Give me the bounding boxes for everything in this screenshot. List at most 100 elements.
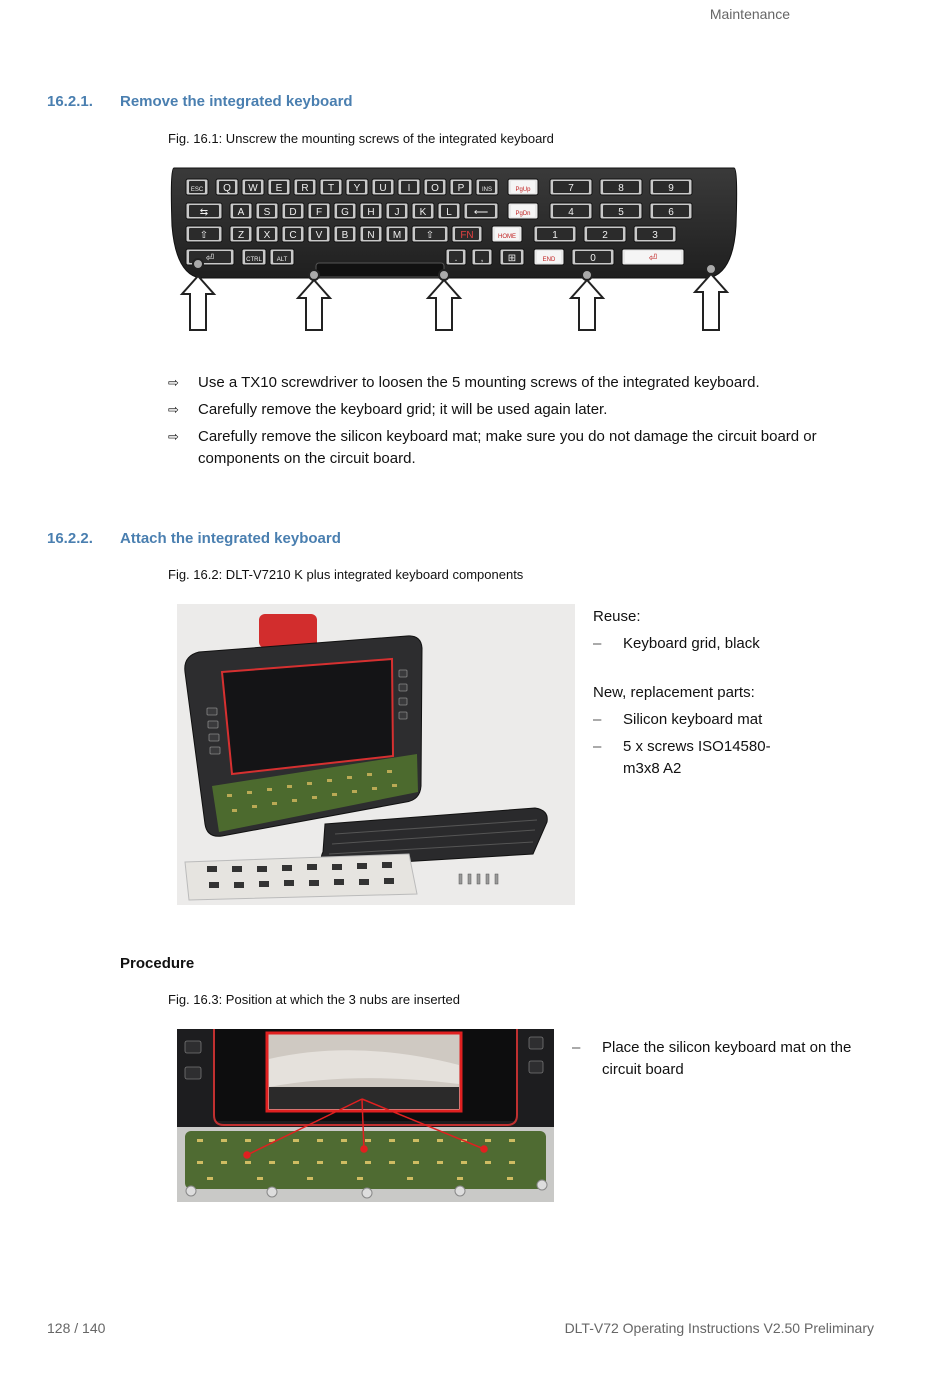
keyboard-key-cap — [363, 228, 379, 240]
figure-caption: Fig. 16.3: Position at which the 3 nubs … — [168, 992, 460, 1007]
keyboard-key-label: P — [458, 183, 465, 194]
keyboard-key-label: N — [367, 230, 374, 241]
keyboard-key-cap — [415, 228, 445, 240]
keyboard-key-cap — [337, 205, 353, 217]
keyboard-key-label: 8 — [618, 183, 624, 194]
parts-list: Reuse: –Keyboard grid, black New, replac… — [593, 606, 873, 785]
dash-icon: – — [572, 1039, 581, 1056]
section-number: 16.2.1. — [47, 93, 93, 110]
keyboard-key-label: D — [289, 207, 296, 218]
dash-icon: – — [593, 635, 602, 652]
keyboard-key-cap — [285, 205, 301, 217]
keyboard-key-cap — [453, 181, 469, 193]
list-item: –5 x screws ISO14580-m3x8 A2 — [593, 738, 771, 777]
keyboard-key-label: 3 — [652, 230, 658, 241]
keyboard-key-cap — [479, 181, 495, 193]
keyboard-key-cap — [311, 228, 327, 240]
list-item: –Silicon keyboard mat — [593, 709, 873, 731]
keyboard-key-label: U — [379, 183, 386, 194]
keyboard-key-cap — [449, 251, 463, 263]
keyboard-key-cap — [653, 181, 689, 193]
keyboard-key-label: Z — [238, 230, 244, 241]
keyboard-key-label: . — [455, 253, 458, 264]
keyboard-key-label: K — [420, 207, 427, 218]
keyboard-key-label: FN — [460, 230, 473, 241]
keyboard-key-cap — [455, 228, 479, 240]
keyboard-key-label: H — [367, 207, 374, 218]
keyboard-key-label: A — [238, 207, 245, 218]
keyboard-key-label: I — [408, 183, 411, 194]
keyboard-key-cap — [587, 228, 623, 240]
keyboard-key-label: ⊞ — [508, 253, 516, 264]
keyboard-key-cap — [441, 205, 457, 217]
keyboard-key-cap — [259, 228, 275, 240]
keyboard-key-cap — [427, 181, 443, 193]
keyboard-key-cap — [233, 228, 249, 240]
keyboard-key-cap — [553, 181, 589, 193]
section-number: 16.2.2. — [47, 530, 93, 547]
screw-markers — [192, 258, 717, 281]
keyboard-key-label: PgUp — [515, 187, 531, 193]
keyboard-key-cap — [233, 205, 249, 217]
keyboard-key-cap — [271, 181, 287, 193]
reuse-header: Reuse: — [593, 608, 641, 625]
figure-caption: Fig. 16.2: DLT-V7210 K plus integrated k… — [168, 567, 524, 582]
arrow-right-icon: ⇨ — [168, 402, 179, 417]
keyboard-key-label: 5 — [618, 207, 624, 218]
keyboard-key-cap — [245, 181, 261, 193]
keyboard-key-cap — [245, 251, 263, 263]
keyboard-key-cap — [297, 181, 313, 193]
list-item: –Keyboard grid, black — [593, 633, 873, 655]
keyboard-key-label: ⟵ — [474, 207, 488, 218]
keyboard-key-label: M — [393, 230, 401, 241]
page-number: 128 / 140 — [47, 1320, 106, 1336]
keyboard-key-cap — [653, 205, 689, 217]
keyboard-key-label: T — [328, 183, 334, 194]
keyboard-key-label: 2 — [602, 230, 608, 241]
keyboard-key-label: Q — [223, 183, 231, 194]
running-header: Maintenance — [709, 6, 790, 22]
section-title: Remove the integrated keyboard — [120, 93, 353, 110]
keyboard-key-cap — [475, 251, 489, 263]
keyboard-key-label: 4 — [568, 207, 574, 218]
keyboard-key-label: ALT — [277, 257, 288, 263]
new-parts-header: New, replacement parts: — [593, 684, 755, 701]
up-arrows — [179, 272, 730, 331]
keyboard-key-label: X — [264, 230, 271, 241]
keyboard-key-label: ⇧ — [200, 230, 208, 241]
figure-caption: Fig. 16.1: Unscrew the mounting screws o… — [168, 131, 554, 146]
keyboard-key-label: 0 — [590, 253, 596, 264]
list-item: –Place the silicon keyboard mat on the c… — [572, 1039, 852, 1078]
nub-position-photo — [177, 1029, 554, 1202]
keyboard-key-label: W — [248, 183, 258, 194]
procedure-heading: Procedure — [120, 955, 195, 972]
keyboard-key-cap — [337, 228, 353, 240]
keyboard-key-cap — [553, 205, 589, 217]
keyboard-key-label: 9 — [668, 183, 674, 194]
keyboard-key-label: C — [289, 230, 296, 241]
keyboard-key-cap — [311, 205, 327, 217]
document-title: DLT-V72 Operating Instructions V2.50 Pre… — [564, 1320, 874, 1336]
keyboard-key-label: HOME — [498, 234, 516, 240]
list-item: ⇨Carefully remove the keyboard grid; it … — [168, 399, 858, 421]
keyboard-key-label: S — [264, 207, 271, 218]
keyboard-key-cap — [537, 228, 573, 240]
terminal-components-photo — [177, 604, 575, 905]
keyboard-key-cap — [259, 205, 275, 217]
keyboard-key-cap — [637, 228, 673, 240]
removal-steps: ⇨Use a TX10 screwdriver to loosen the 5 … — [168, 372, 858, 475]
keyboard-key-label: G — [341, 207, 349, 218]
keyboard-key-label: ⏎ — [649, 253, 657, 264]
keyboard-key-cap — [511, 205, 535, 217]
keyboard-key-label: B — [342, 230, 349, 241]
dash-icon: – — [593, 711, 602, 728]
keyboard-key-label: ESC — [191, 187, 204, 193]
keyboard-key-cap — [503, 251, 521, 263]
keyboard-key-cap — [625, 251, 681, 263]
keyboard-key-label: 1 — [552, 230, 558, 241]
section-title: Attach the integrated keyboard — [120, 530, 341, 547]
keyboard-key-label: PgDn — [515, 211, 530, 217]
keyboard-key-cap — [189, 228, 219, 240]
keyboard-key-cap — [189, 181, 205, 193]
